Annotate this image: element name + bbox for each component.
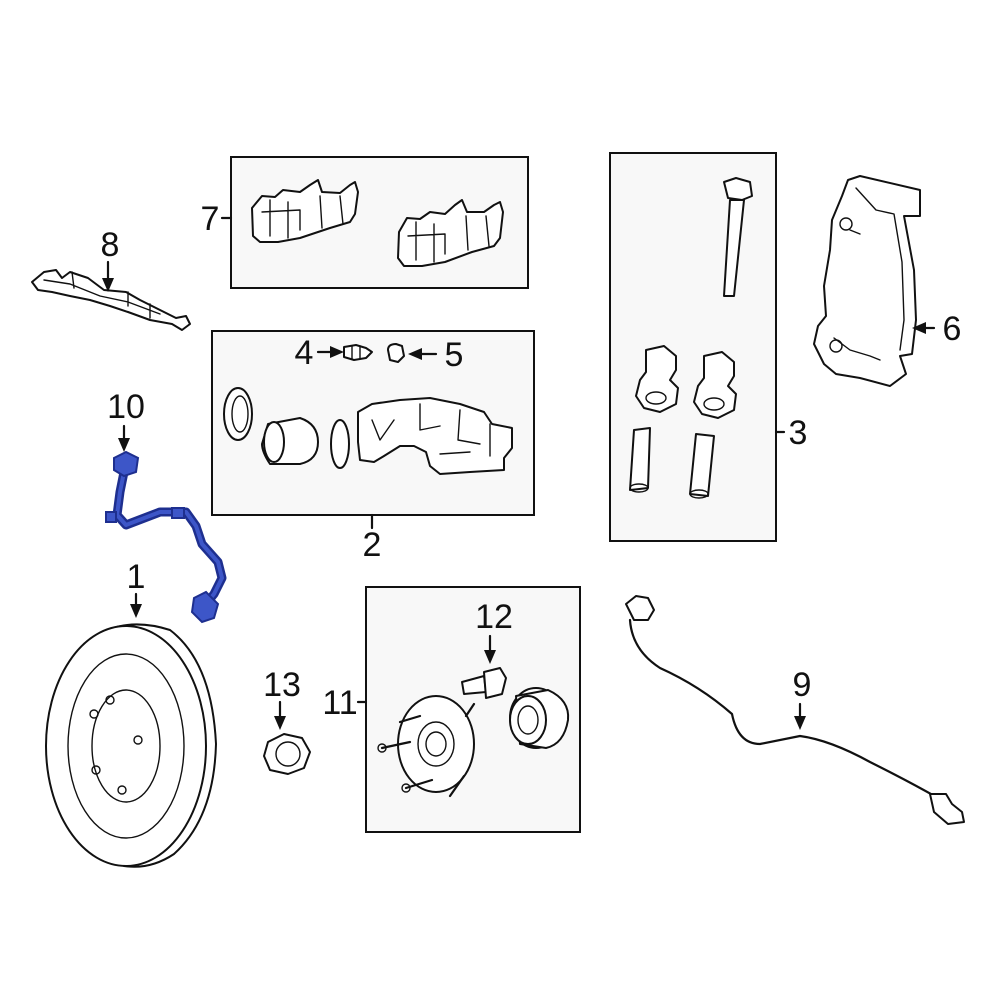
callout-3: 3	[789, 414, 808, 452]
wheel-hub-part[interactable]	[377, 695, 476, 798]
callout-13: 13	[263, 666, 301, 704]
callout-9: 9	[793, 666, 812, 704]
hub-nut-part[interactable]	[263, 733, 311, 775]
callout-11: 11	[322, 684, 357, 722]
wheel-speed-sensor-part[interactable]	[625, 595, 965, 825]
callout-2: 2	[363, 526, 382, 564]
abutment-clip-part[interactable]	[31, 269, 191, 331]
callout-4: 4	[295, 334, 314, 372]
bleeder-screw-part[interactable]	[343, 344, 373, 361]
guide-pin-kit-part[interactable]	[629, 177, 753, 499]
callout-6: 6	[943, 310, 962, 348]
wheel-bearing-part[interactable]	[509, 687, 570, 749]
wheel-stud-part[interactable]	[461, 667, 507, 699]
brake-rotor-part[interactable]	[45, 623, 217, 868]
brake-pads-part[interactable]	[251, 179, 504, 267]
callout-10: 10	[107, 388, 145, 426]
callout-8: 8	[101, 226, 120, 264]
callout-5: 5	[445, 336, 464, 374]
callout-7: 7	[201, 200, 220, 238]
callout-12: 12	[475, 598, 513, 636]
caliper-bracket-part[interactable]	[813, 175, 921, 387]
caliper-part[interactable]	[223, 387, 513, 475]
brake-hose-part[interactable]	[105, 450, 227, 624]
leader-lines	[102, 216, 936, 730]
callout-1: 1	[127, 558, 146, 596]
bleeder-cap-part[interactable]	[387, 343, 405, 363]
